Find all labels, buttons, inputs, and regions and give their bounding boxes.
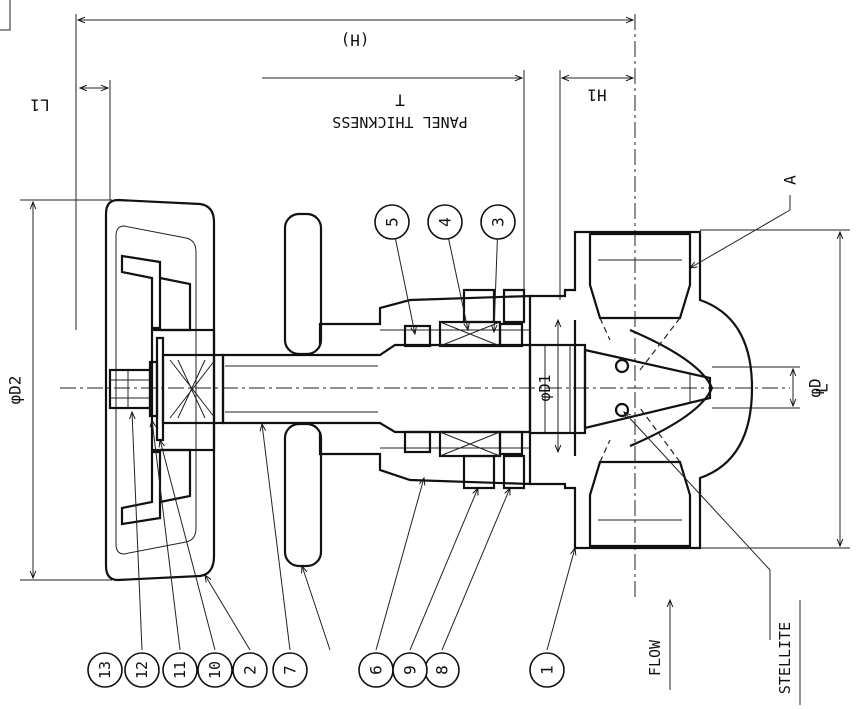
- balloon-4-label: 4: [436, 217, 455, 227]
- balloon-11: 11: [162, 652, 198, 688]
- dim-h1-label: H1: [587, 86, 606, 105]
- balloon-5: 5: [374, 204, 410, 240]
- balloon-1-label: 1: [538, 665, 557, 675]
- flow-label: FLOW: [646, 639, 664, 676]
- handwheel: [104, 198, 216, 582]
- balloon-13-label: 13: [96, 661, 114, 679]
- dim-l-label: L: [813, 383, 832, 393]
- panel-thickness-label: PANEL THICKNESS: [332, 113, 467, 131]
- balloon-1: 1: [529, 652, 565, 688]
- balloon-4: 4: [427, 204, 463, 240]
- balloon-10: 10: [197, 652, 233, 688]
- frame-corner: [0, 0, 11, 31]
- balloon-13: 13: [87, 652, 123, 688]
- balloon-6: 6: [358, 652, 394, 688]
- balloon-2-label: 2: [241, 665, 260, 675]
- leader-lines: [132, 195, 791, 651]
- dim-t-label: T: [395, 91, 405, 110]
- lock-nuts: [462, 288, 526, 490]
- dim-d1-label: φD1: [536, 374, 554, 401]
- balloon-9: 9: [392, 652, 428, 688]
- panel: [283, 212, 323, 568]
- balloon-11-label: 11: [171, 661, 189, 679]
- balloon-8-label: 8: [433, 665, 452, 675]
- balloon-12: 12: [124, 652, 160, 688]
- dim-l1-label: L1: [30, 96, 49, 115]
- balloon-2: 2: [232, 652, 268, 688]
- nut-and-washers: [108, 336, 165, 442]
- stellite-label: STELLITE: [776, 622, 794, 694]
- dim-h-label: (H): [341, 31, 370, 50]
- valve-body: [530, 230, 754, 550]
- balloon-3-label: 3: [489, 217, 508, 227]
- disc: [528, 343, 712, 435]
- balloon-9-label: 9: [401, 665, 420, 675]
- balloon-12-label: 12: [133, 661, 151, 679]
- balloon-6-label: 6: [367, 665, 386, 675]
- dim-d2-label: φD2: [6, 376, 25, 405]
- balloon-10-label: 10: [206, 661, 224, 679]
- balloon-5-label: 5: [383, 217, 402, 227]
- balloon-8: 8: [424, 652, 460, 688]
- dim-d-label: φD: [806, 378, 825, 397]
- balloon-7-label: 7: [281, 665, 300, 675]
- balloon-7: 7: [272, 652, 308, 688]
- section-a-label: A: [781, 175, 800, 185]
- gland-packing: [403, 320, 524, 458]
- stellite-seat-lower: [614, 402, 630, 418]
- balloon-3: 3: [480, 204, 516, 240]
- stellite-seat-upper: [614, 358, 630, 374]
- extension-lines: [20, 14, 850, 581]
